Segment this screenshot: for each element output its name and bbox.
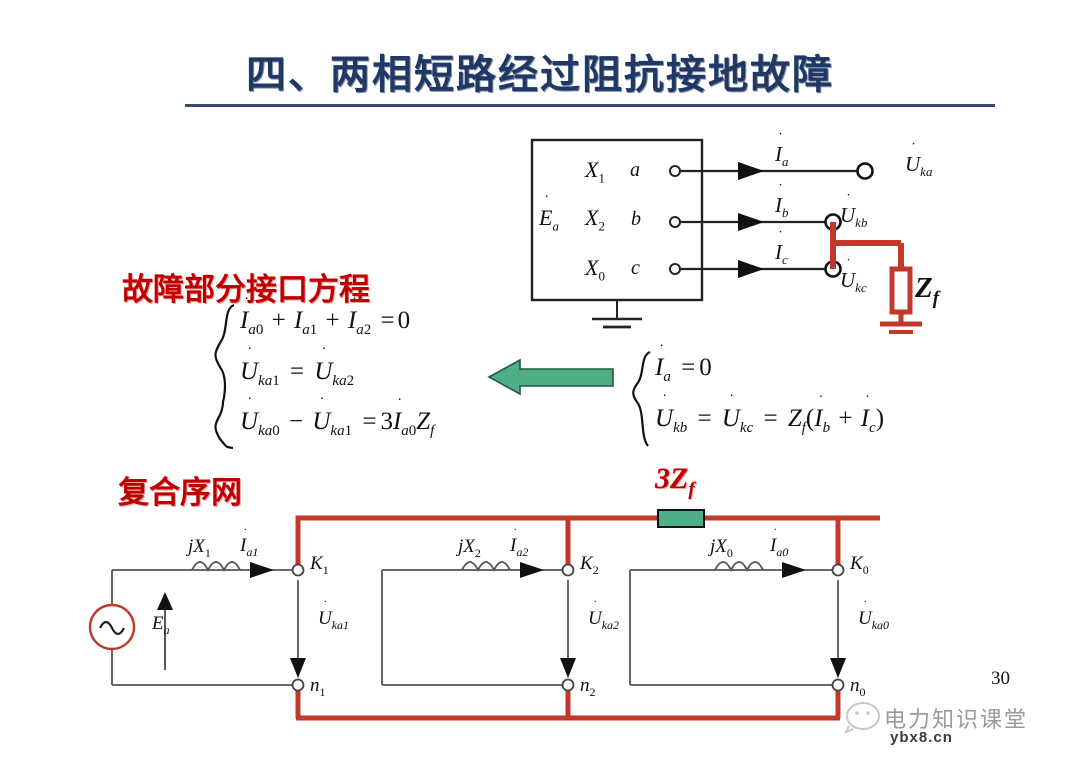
label-current-ia2: ˙Ia2 (510, 525, 529, 559)
label-jx2: jX2 (458, 536, 481, 560)
fault-impedance-block-3zf (657, 509, 705, 528)
label-voltage-ukc: ˙ Ukc (840, 257, 867, 296)
label-jx1: jX1 (188, 536, 211, 560)
inductor-jx0 (714, 561, 764, 573)
title-underline (185, 104, 995, 107)
right-equations-brace (632, 350, 651, 447)
phase-b-current-arrow (738, 213, 764, 231)
label-ea-source: ˙ Ea (539, 193, 559, 234)
label-voltage-uka1: ˙Uka1 (318, 597, 350, 632)
sequence-network-heading: 复合序网 (118, 475, 242, 510)
phase-c-current-arrow (738, 260, 764, 278)
label-node-n0: n0 (850, 675, 866, 699)
node-n0 (831, 678, 845, 692)
node-n2 (561, 678, 575, 692)
page-title-wrapper: 四、两相短路经过阻抗接地故障 (0, 42, 1080, 100)
derivation-arrow-icon (487, 358, 614, 396)
page-title: 四、两相短路经过阻抗接地故障 (246, 52, 834, 97)
equation-1: ˙Ia0 + ˙Ia1 + ˙Ia2 =0 (240, 295, 411, 338)
label-current-ia: ˙ Ia (775, 131, 789, 170)
label-x1: X1 (585, 157, 605, 186)
composite-sequence-network (88, 509, 880, 721)
label-node-n1: n1 (310, 675, 326, 699)
node-n1 (291, 678, 305, 692)
sine-wave-icon (99, 620, 125, 636)
label-node-n2: n2 (580, 675, 596, 699)
left-equations-brace (214, 303, 235, 450)
label-voltage-uka: ˙ Uka (905, 141, 933, 180)
label-voltage-uka0: ˙Uka0 (858, 597, 890, 632)
inductor-jx2 (461, 561, 511, 573)
right-equation-2: ˙Ukb = ˙Ukc = Zf(˙Ib + ˙Ic) (655, 392, 885, 436)
phase-a-current-arrow (738, 162, 764, 180)
fault-impedance-symbol (889, 266, 913, 315)
sec3-current-arrow (782, 562, 806, 578)
sec1-voltage-arrow-head (290, 658, 306, 678)
equation-2: ˙Uka1 = ˙Uka2 (240, 345, 355, 389)
label-fault-impedance: Zf (915, 272, 940, 309)
label-node-k0: K0 (850, 553, 869, 577)
label-current-ic: ˙ Ic (775, 229, 788, 268)
fault-interface-heading: 故障部分接口方程 (122, 272, 370, 307)
node-ka (856, 162, 874, 180)
node-k2 (561, 563, 575, 577)
inductor-jx1 (191, 561, 241, 573)
label-x2: X2 (585, 205, 605, 234)
terminal-b (669, 216, 681, 228)
label-node-k2: K2 (580, 553, 599, 577)
sec2-current-arrow (520, 562, 544, 578)
label-emf-ea: ˙Ea (152, 602, 170, 637)
sec3-voltage-arrow-head (830, 658, 846, 678)
label-phase-b: b (631, 208, 641, 230)
label-phase-c: c (631, 257, 640, 279)
red-top-bus (295, 515, 880, 522)
sec1-current-arrow (250, 562, 274, 578)
label-jx0: jX0 (710, 536, 733, 560)
label-voltage-uka2: ˙Uka2 (588, 597, 620, 632)
top-circuit-diagram (530, 138, 922, 334)
label-3zf: 3Zf (655, 462, 695, 500)
wechat-logo-icon (843, 702, 880, 734)
label-node-k1: K1 (310, 553, 329, 577)
label-current-ia0: ˙Ia0 (770, 525, 789, 559)
terminal-a (669, 165, 681, 177)
page-number: 30 (991, 668, 1010, 689)
terminal-c (669, 263, 681, 275)
label-current-ia1: ˙Ia1 (240, 525, 259, 559)
watermark-site: ybx8.cn (890, 729, 953, 746)
label-current-ib: ˙ Ib (775, 182, 789, 221)
node-k1 (291, 563, 305, 577)
label-x0: X0 (585, 255, 605, 284)
node-k0 (831, 563, 845, 577)
equation-3: ˙Uka0 − ˙Uka1 =3˙Ia0Zf (240, 395, 435, 439)
watermark-name: 电力知识课堂 (884, 707, 1029, 732)
right-equation-1: ˙Ia =0 (655, 342, 712, 385)
sec1-emf-arrow-head (157, 592, 173, 610)
label-phase-a: a (630, 159, 640, 181)
sec2-voltage-arrow-head (560, 658, 576, 678)
label-voltage-ukb: ˙ Ukb (840, 192, 868, 231)
